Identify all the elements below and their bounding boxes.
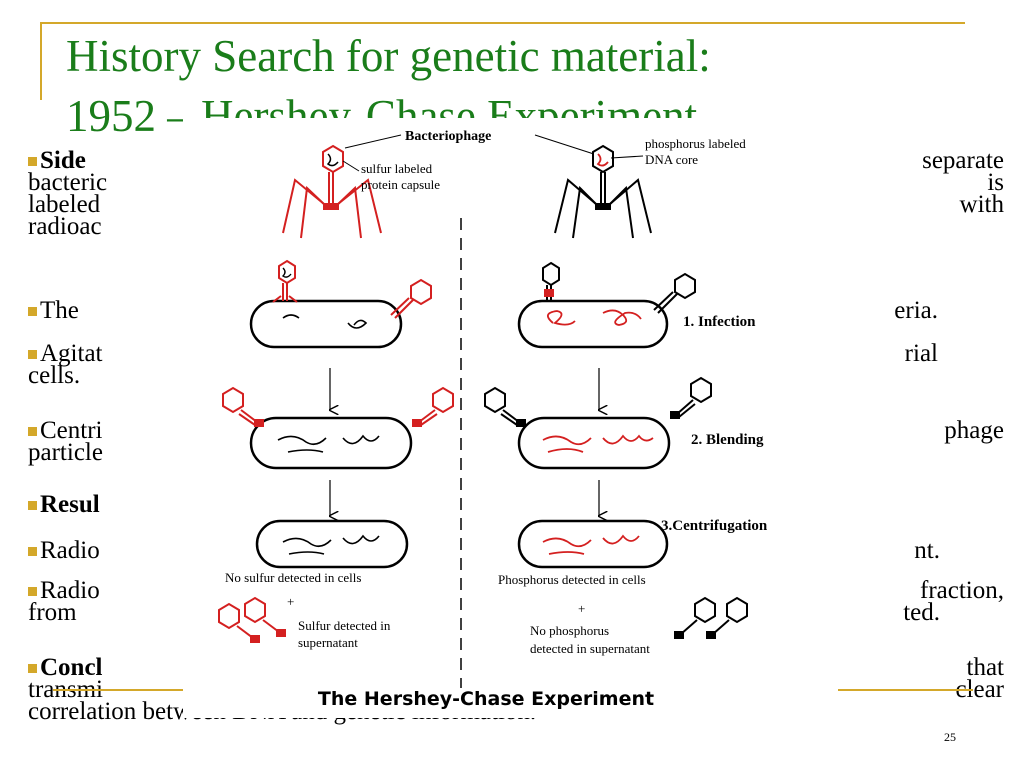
leader-line bbox=[344, 134, 402, 149]
bullet-lead: Side bbox=[40, 147, 86, 174]
body-line: Radio nt. bbox=[28, 537, 940, 564]
bullet-marker bbox=[28, 307, 37, 316]
left-plus-sign: + bbox=[287, 594, 294, 609]
body-line: particle bbox=[28, 439, 103, 466]
slide-title: History Search for genetic material: 195… bbox=[66, 26, 966, 146]
body-fragment: bacteric bbox=[28, 169, 108, 196]
bullet-marker bbox=[28, 501, 37, 510]
body-line: radioac bbox=[28, 213, 102, 240]
step-blending-label: 2. Blending bbox=[691, 432, 764, 448]
bullet-lead: Resul bbox=[40, 491, 100, 518]
body-fragment: ted. bbox=[903, 599, 941, 626]
hershey-chase-figure: Bacteriophage sulfur labeled protein cap… bbox=[183, 118, 838, 718]
step-infection-label: 1. Infection bbox=[683, 314, 756, 330]
leader-line bbox=[342, 160, 360, 172]
bullet-marker bbox=[28, 427, 37, 436]
bullet-marker bbox=[28, 587, 37, 596]
right-supernatant-line-2: detected in supernatant bbox=[530, 641, 650, 656]
left-blending-cell bbox=[249, 416, 413, 470]
sulfur-label-line-2: protein capsule bbox=[361, 177, 440, 192]
left-infecting-phage-icon bbox=[272, 259, 298, 303]
sulfur-label-line-1: sulfur labeled bbox=[361, 161, 433, 176]
body-fragment: labeled bbox=[28, 191, 101, 218]
body-line: Resul bbox=[28, 491, 1004, 518]
body-fragment: fraction, bbox=[920, 577, 1004, 604]
bacteriophage-label: Bacteriophage bbox=[405, 129, 491, 144]
figure-svg: Bacteriophage sulfur labeled protein cap… bbox=[218, 129, 768, 710]
title-frame-left bbox=[40, 22, 42, 100]
right-supernatant-line-1: No phosphorus bbox=[530, 623, 609, 638]
left-result-text: No sulfur detected in cells bbox=[225, 570, 361, 585]
body-line: Agitat rial bbox=[28, 340, 938, 367]
figure-caption: The Hershey-Chase Experiment bbox=[318, 688, 654, 710]
bullet-marker bbox=[28, 664, 37, 673]
left-supernatant-phages-icon bbox=[218, 596, 286, 643]
left-infection-cell bbox=[249, 299, 403, 349]
leader-line bbox=[610, 155, 644, 159]
body-fragment: Centri bbox=[40, 417, 103, 444]
body-line: Radio fraction, bbox=[28, 577, 1004, 604]
left-supernatant-line-2: supernatant bbox=[298, 635, 358, 650]
left-pellet-cell bbox=[255, 519, 409, 569]
step-centrifugation-label: 3.Centrifugation bbox=[661, 518, 768, 534]
right-detached-phage-icon bbox=[484, 386, 526, 427]
phosphorus-label-line-2: DNA core bbox=[645, 152, 698, 167]
red-phage-icon bbox=[282, 144, 382, 239]
body-fragment: eria. bbox=[894, 297, 938, 324]
body-fragment: rial bbox=[904, 340, 938, 367]
body-fragment: Radio bbox=[40, 577, 100, 604]
left-detached-phage-icon bbox=[412, 386, 454, 427]
title-frame-top bbox=[40, 22, 965, 24]
right-supernatant-phages-icon bbox=[674, 596, 748, 639]
right-infection-cell bbox=[517, 299, 669, 349]
bullet-marker bbox=[28, 157, 37, 166]
body-fragment: Agitat bbox=[40, 340, 103, 367]
phosphorus-label-line-1: phosphorus labeled bbox=[645, 136, 746, 151]
left-attached-phage-icon bbox=[390, 278, 432, 319]
leader-line bbox=[534, 134, 601, 157]
left-supernatant-line-1: Sulfur detected in bbox=[298, 618, 391, 633]
body-line: cells. bbox=[28, 362, 81, 389]
right-blending-cell bbox=[517, 416, 671, 470]
bullet-results: Resul bbox=[28, 491, 1004, 518]
right-attached-phage-icon bbox=[653, 272, 696, 314]
body-fragment: Radio bbox=[40, 537, 100, 564]
body-line: Side separate bbox=[28, 147, 1004, 174]
right-infecting-phage-icon bbox=[542, 261, 560, 301]
right-detached-phage-icon bbox=[670, 376, 712, 419]
bullet-radio-2: Radio nt. bbox=[28, 537, 1004, 564]
page-number: 25 bbox=[944, 730, 956, 744]
black-phage-icon bbox=[554, 144, 652, 239]
right-pellet-cell bbox=[517, 519, 669, 569]
left-detached-phage-icon bbox=[222, 386, 264, 427]
body-fragment: nt. bbox=[914, 537, 940, 564]
title-line-1: History Search for genetic material: bbox=[66, 31, 711, 81]
bullet-marker bbox=[28, 547, 37, 556]
bullet-marker bbox=[28, 350, 37, 359]
right-result-text: Phosphorus detected in cells bbox=[498, 572, 646, 587]
body-fragment: separate bbox=[922, 147, 1004, 174]
bullet-agitate: Agitat rial cells. bbox=[28, 340, 1004, 389]
right-plus-sign: + bbox=[578, 601, 585, 616]
bullet-lead: Concl bbox=[40, 654, 103, 681]
